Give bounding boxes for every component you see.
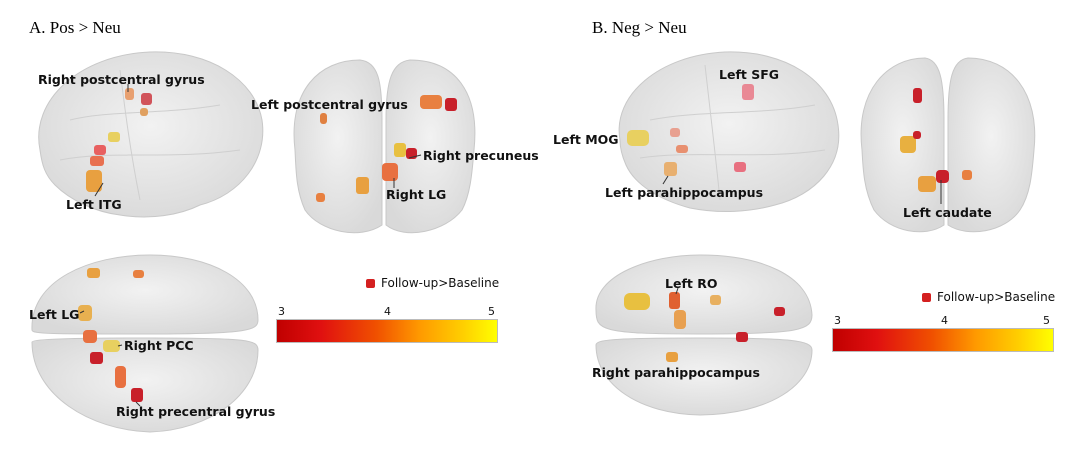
blob bbox=[742, 84, 754, 100]
blob bbox=[900, 136, 916, 153]
label-right-pcc: Right PCC bbox=[124, 338, 194, 353]
blob bbox=[87, 268, 100, 278]
brain-a-axial bbox=[31, 254, 259, 433]
blob bbox=[90, 156, 104, 166]
colorbar-b bbox=[832, 328, 1054, 352]
blob bbox=[736, 332, 748, 342]
blob bbox=[83, 330, 97, 343]
legend-a: Follow-up>Baseline bbox=[366, 276, 499, 290]
blob bbox=[918, 176, 936, 192]
panel-a-title: A. Pos > Neu bbox=[29, 18, 121, 37]
blob bbox=[913, 88, 922, 103]
label-left-sfg: Left SFG bbox=[719, 67, 780, 82]
blob bbox=[676, 145, 688, 153]
legend-a-label: Follow-up>Baseline bbox=[381, 276, 500, 290]
blob bbox=[627, 130, 649, 146]
label-right-precuneus: Right precuneus bbox=[423, 148, 539, 163]
label-left-mog: Left MOG bbox=[553, 132, 619, 147]
blob bbox=[316, 193, 325, 202]
blob bbox=[420, 95, 442, 109]
colorbar-a bbox=[276, 319, 498, 343]
blob bbox=[669, 292, 680, 309]
blob bbox=[320, 113, 327, 124]
colorbar-a-min: 3 bbox=[278, 305, 285, 318]
colorbar-b-mid: 4 bbox=[941, 314, 948, 327]
blob bbox=[936, 170, 949, 183]
blob bbox=[445, 98, 457, 111]
label-left-postcentral-gyrus: Left postcentral gyrus bbox=[251, 97, 408, 112]
blob bbox=[86, 170, 102, 192]
brain-a-lateral bbox=[38, 51, 264, 218]
blob bbox=[90, 352, 103, 364]
brain-b-lateral bbox=[618, 51, 840, 213]
legend-b-label: Follow-up>Baseline bbox=[937, 290, 1056, 304]
blob bbox=[962, 170, 972, 180]
colorbar-a-max: 5 bbox=[488, 305, 495, 318]
label-right-postcentral-gyrus: Right postcentral gyrus bbox=[38, 72, 205, 87]
blob bbox=[624, 293, 650, 310]
label-left-caudate: Left caudate bbox=[903, 205, 992, 220]
legend-b: Follow-up>Baseline bbox=[922, 290, 1055, 304]
blob bbox=[125, 88, 134, 100]
blob bbox=[141, 93, 152, 105]
leader-lines bbox=[79, 84, 679, 407]
blob bbox=[710, 295, 721, 305]
label-right-precentral-gyrus: Right precentral gyrus bbox=[116, 404, 276, 419]
blob bbox=[670, 128, 680, 137]
panel-b-title: B. Neg > Neu bbox=[592, 18, 687, 37]
blob bbox=[108, 132, 120, 142]
blob bbox=[734, 162, 746, 172]
colorbar-b-min: 3 bbox=[834, 314, 841, 327]
label-left-itg: Left ITG bbox=[66, 197, 122, 212]
colorbar-a-mid: 4 bbox=[384, 305, 391, 318]
brain-a-posterior bbox=[293, 59, 476, 234]
label-right-lg: Right LG bbox=[386, 187, 447, 202]
colorbar-b-max: 5 bbox=[1043, 314, 1050, 327]
blob bbox=[382, 163, 398, 181]
blob bbox=[115, 366, 126, 388]
blob bbox=[664, 162, 677, 176]
label-right-parahippocampus: Right parahippocampus bbox=[592, 365, 760, 380]
brain-b-axial bbox=[595, 254, 813, 416]
blob bbox=[394, 143, 406, 157]
legend-swatch bbox=[922, 292, 931, 302]
blob bbox=[674, 310, 686, 329]
blob bbox=[356, 177, 369, 194]
label-left-lg: Left LG bbox=[29, 307, 80, 322]
blob bbox=[78, 305, 92, 321]
blob bbox=[131, 388, 143, 402]
blob bbox=[133, 270, 144, 278]
legend-swatch bbox=[366, 278, 375, 288]
blob bbox=[140, 108, 148, 116]
blob bbox=[666, 352, 678, 362]
blob bbox=[103, 340, 120, 352]
blob bbox=[774, 307, 785, 316]
blob bbox=[94, 145, 106, 155]
brain-b-anterior bbox=[860, 57, 1036, 233]
blob bbox=[913, 131, 921, 139]
label-left-parahippocampus: Left parahippocampus bbox=[605, 185, 764, 200]
label-left-ro: Left RO bbox=[665, 276, 718, 291]
